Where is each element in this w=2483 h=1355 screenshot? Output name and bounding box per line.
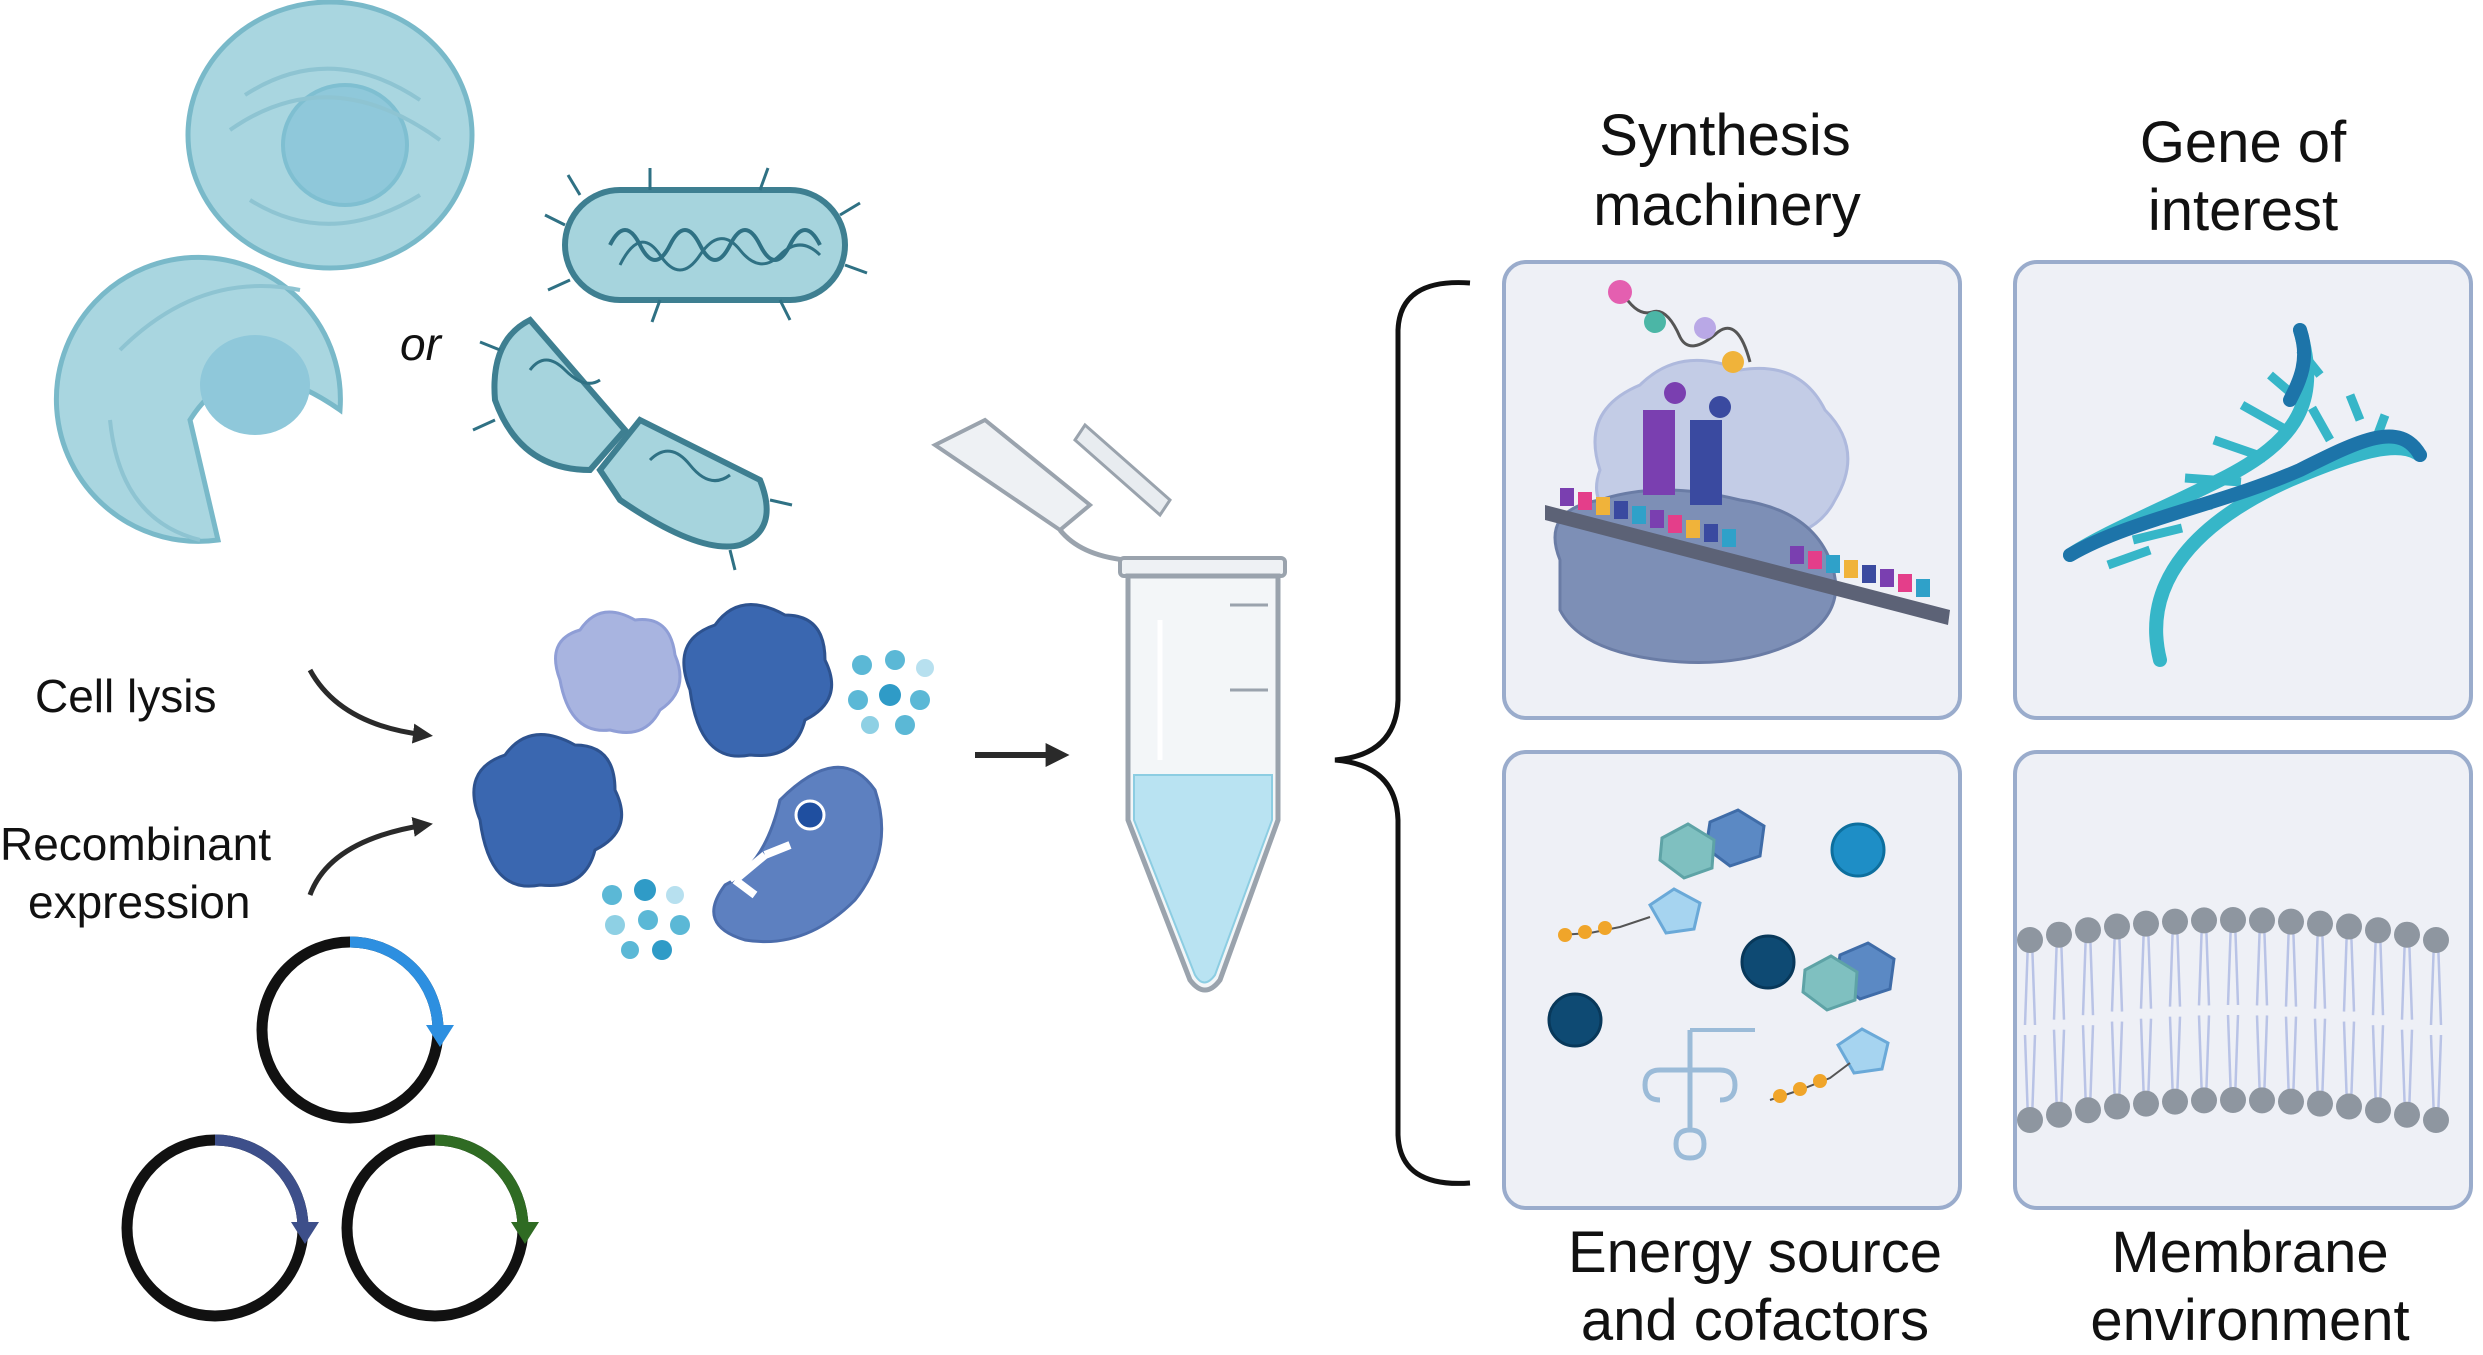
recombinant-arrow [307,816,433,896]
lipid-head [2191,1087,2217,1114]
dna-helix-icon [2063,323,2427,667]
bacterium-lysed [472,316,793,571]
energy-heading-line1: Energy source [1568,1220,1942,1285]
lipid-head [2307,1090,2333,1117]
plasmid-green [341,1134,539,1322]
lipid-head [2249,1087,2275,1114]
cell-lysis-arrow [307,668,433,744]
lipid-head [2336,1093,2362,1120]
recombinant-label-line1: Recombinant [0,818,271,870]
lipid-head [2249,907,2275,934]
lipid-head [2075,1097,2101,1124]
lipid-head [2046,1101,2072,1128]
recombinant-label-line2: expression [28,876,250,928]
lipid-head [2162,1088,2188,1115]
lipid-head [2104,1093,2130,1120]
synthesis-heading-line2: machinery [1593,173,1861,238]
lipid-head [2423,927,2449,953]
plasmid-blue [256,936,454,1124]
lipid-head [2394,921,2420,948]
cell-lysate-components [472,603,934,960]
lipid-head [2365,917,2391,944]
membrane-heading-line1: Membrane [2111,1220,2388,1285]
lipid-head [2220,1087,2246,1113]
or-label: or [400,318,443,370]
lipid-head [2423,1107,2449,1133]
lipid-head [2394,1101,2420,1128]
eukaryotic-cell-lysed [53,254,343,544]
lipid-head [2104,913,2130,940]
energy-cofactors-icon [1547,808,1896,1161]
lipid-head [2017,927,2043,953]
lipid-head [2046,921,2072,948]
lipid-head [2133,910,2159,937]
eukaryotic-cell-intact [185,0,475,271]
lipid-head [2162,908,2188,935]
lipid-head [2133,1090,2159,1117]
gene-heading-line2: interest [2148,178,2338,243]
lipid-head [2336,913,2362,940]
synthesis-heading-line1: Synthesis [1599,103,1850,168]
lipid-head [2220,907,2246,933]
ribosome-icon [1545,280,1950,664]
bacterium-intact [544,167,868,323]
lipid-head [2278,1088,2304,1115]
lipid-head [2075,917,2101,944]
energy-heading-line2: and cofactors [1581,1288,1929,1350]
cell-lysis-label: Cell lysis [35,670,216,722]
lipid-head [2365,1097,2391,1124]
lipid-head [2307,910,2333,937]
grouping-brace [1334,280,1471,1186]
lipid-head [2278,908,2304,935]
reaction-tube [931,417,1287,993]
plasmid-navy [121,1134,319,1322]
gene-heading-line1: Gene of [2140,110,2347,175]
lipid-head [2191,907,2217,934]
membrane-environment-panel [2013,750,2473,1210]
lipid-bilayer-icon [2017,907,2449,1133]
membrane-heading-line2: environment [2090,1288,2409,1350]
lipid-head [2017,1107,2043,1133]
